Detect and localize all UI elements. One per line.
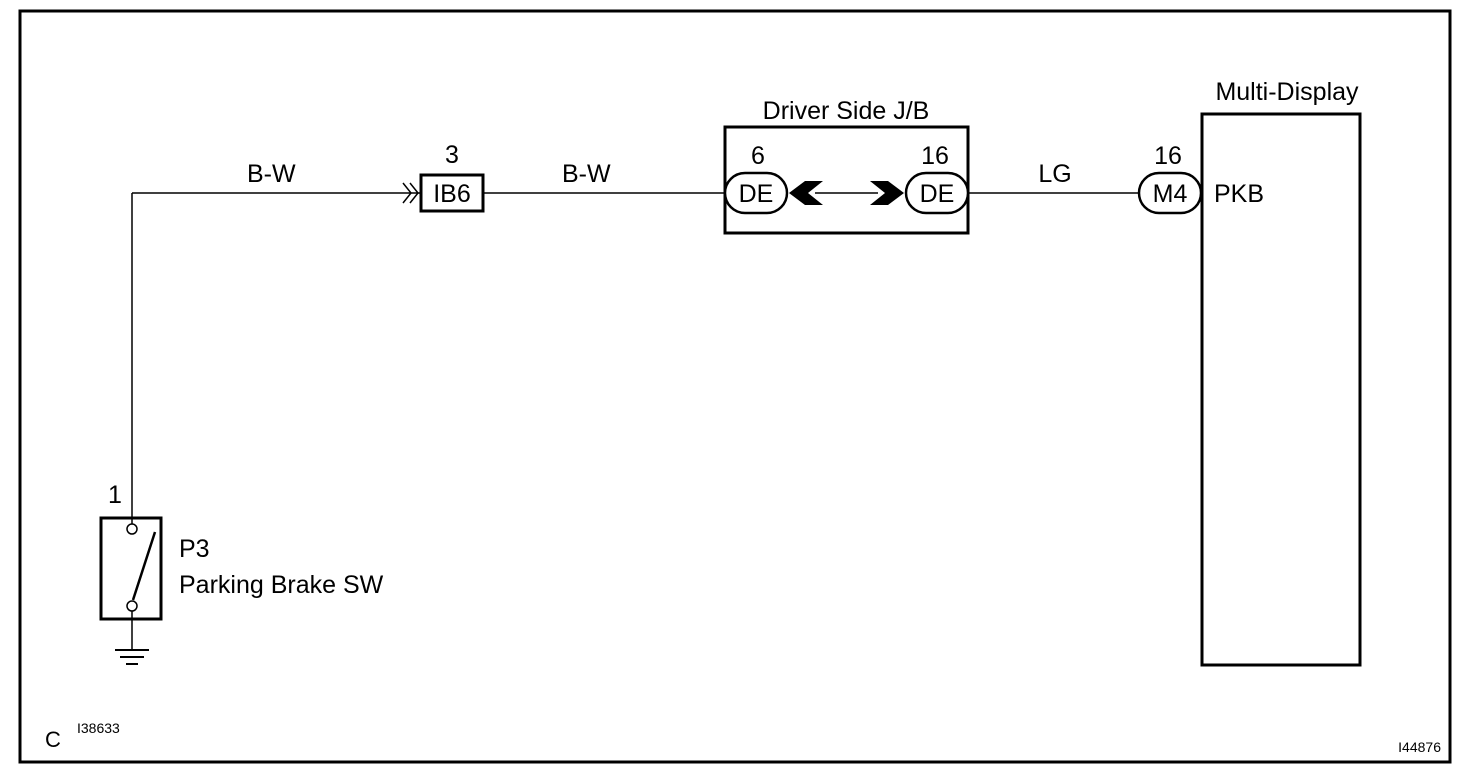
jb-box [723,125,970,235]
inline-connector-chevron [402,182,419,204]
parking-brake-switch: 1 P3 Parking Brake SW [99,481,384,621]
switch-name-label: Parking Brake SW [179,571,384,599]
wire-lg: LG [968,160,1139,194]
m4-pin-label: 16 [1154,142,1182,170]
wire-b-w-2: B-W [483,160,727,194]
driver-side-junction-block: Driver Side J/B DE 6 DE 16 [723,97,970,235]
page-code: I44876 [1398,739,1441,755]
jb-left-chevron [789,181,823,205]
junction-connector-ib6: IB6 3 [419,141,485,213]
multi-display: Multi-Display M4 16 PKB [1137,78,1362,667]
jb-right-chevron [870,181,904,205]
jb-left-connector-label: DE [739,180,774,208]
m4-terminal [1137,171,1203,215]
switch-lever [131,531,157,601]
switch-contact-top [126,523,138,535]
multi-display-box [1200,112,1362,667]
jb-right-pin-label: 16 [921,142,949,170]
jb-left-terminal [723,171,789,215]
ib6-connector-label: IB6 [433,180,471,208]
switch-contact-bottom [126,600,138,612]
figure-code: I38633 [77,720,120,736]
ground-symbol [115,611,149,665]
section-letter: C [45,727,61,752]
switch-connector-label: P3 [179,535,210,563]
ib6-pin-label: 3 [445,141,459,169]
jb-left-pin-label: 6 [751,142,765,170]
switch-pin-label: 1 [108,481,122,509]
multi-display-title: Multi-Display [1215,78,1359,106]
switch-body [99,516,163,621]
diagram-frame [18,9,1452,764]
pkb-terminal-label: PKB [1214,180,1264,208]
wire-b-w-1: B-W [131,160,420,524]
wire-2-color-label: B-W [562,160,611,188]
jb-right-connector-label: DE [920,180,955,208]
jb-title: Driver Side J/B [763,97,930,125]
wire-3-color-label: LG [1038,160,1071,188]
m4-connector-label: M4 [1153,180,1188,208]
wire-1-color-label: B-W [247,160,296,188]
